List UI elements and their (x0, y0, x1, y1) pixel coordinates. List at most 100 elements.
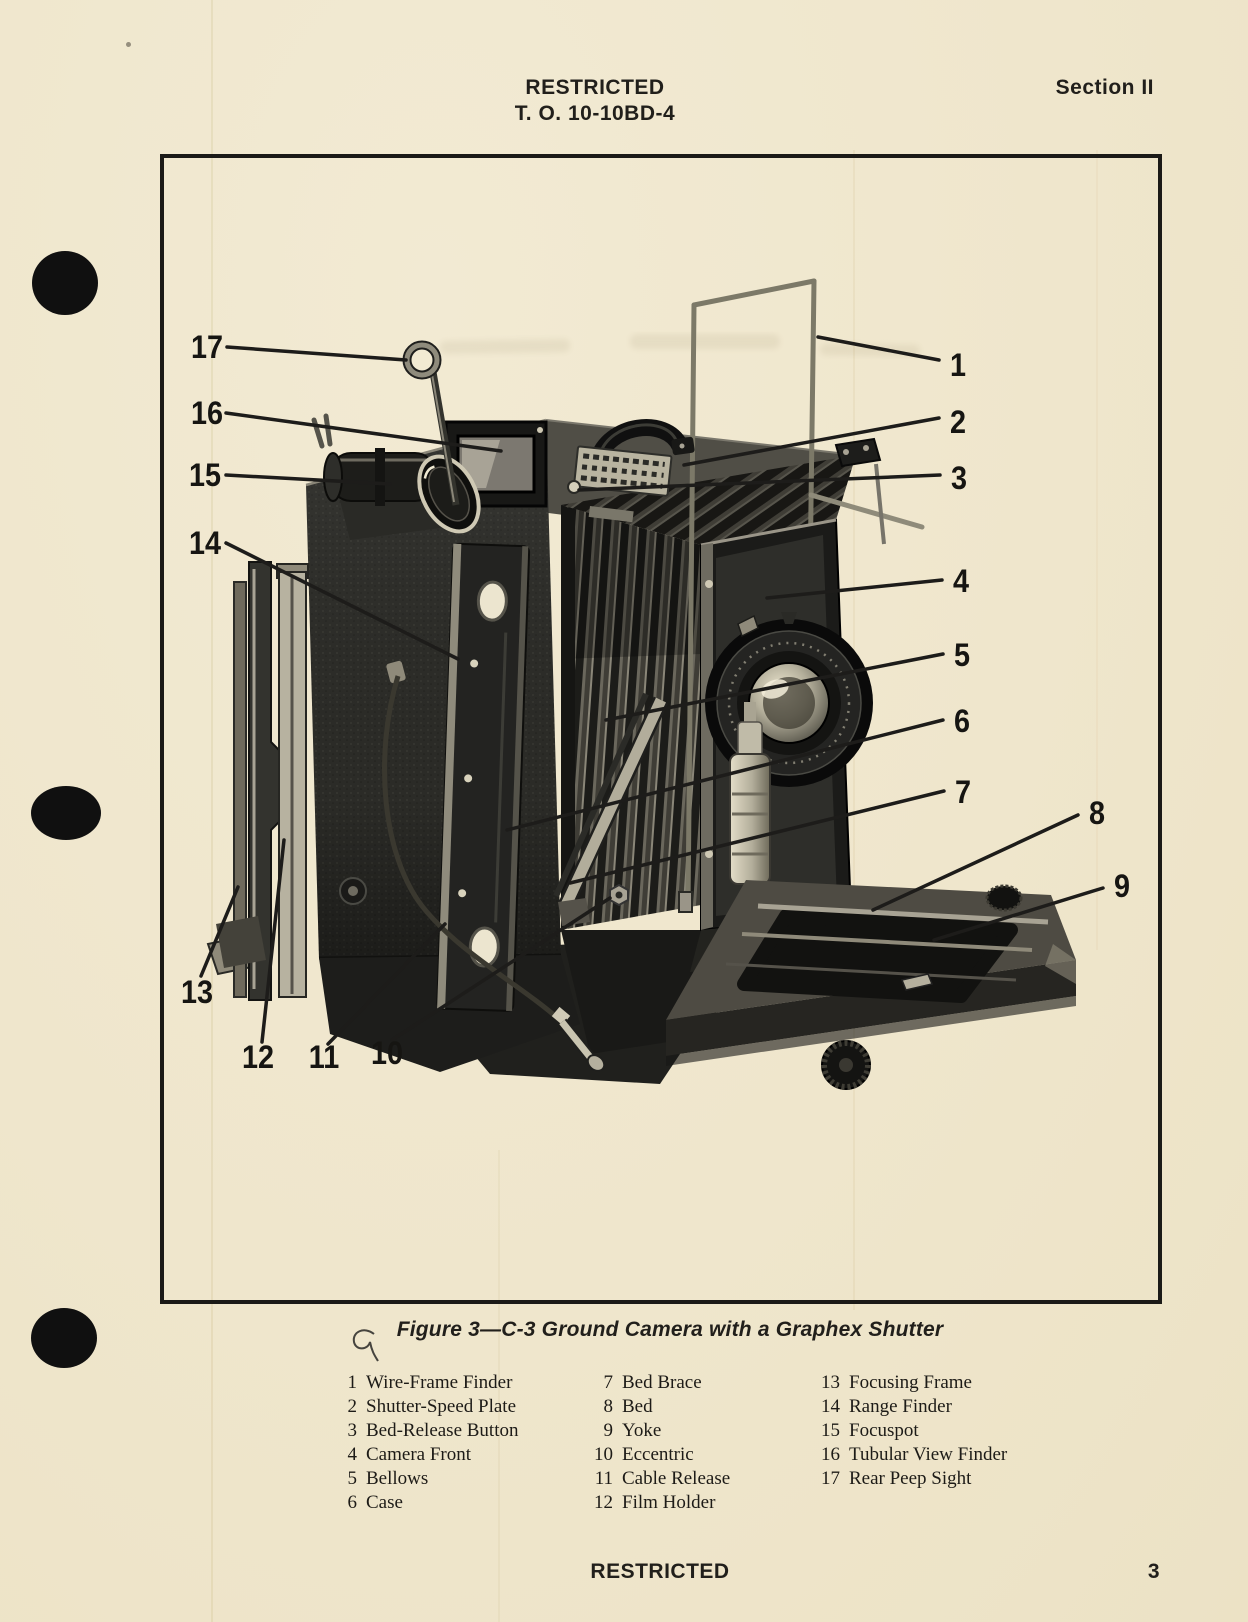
legend-item: 9 Yoke (585, 1419, 815, 1443)
callout-3: 3 (950, 460, 968, 496)
legend-item-number: 17 (821, 1468, 840, 1489)
legend-item-label: Yoke (622, 1420, 662, 1441)
leader-line-10 (390, 896, 612, 1042)
legend-item-label: Bed (622, 1396, 653, 1417)
handwritten-squiggle (352, 1329, 379, 1362)
leader-line-2 (682, 416, 941, 467)
cable-release (382, 660, 606, 1072)
legend-item-number: 2 (347, 1396, 358, 1417)
leader-line-8 (871, 813, 1080, 912)
tubular-view-finder (311, 413, 481, 540)
callout-5: 5 (953, 637, 971, 673)
figure-caption: Figure 3—C-3 Ground Camera with a Graphe… (396, 1318, 944, 1341)
punch-hole-top (32, 251, 98, 315)
legend-item-number: 14 (821, 1396, 840, 1417)
legend-item-label: Tubular View Finder (849, 1444, 1008, 1465)
wire-frame-finder (678, 278, 925, 913)
punch-hole-middle (31, 786, 101, 840)
legend-item-label: Focusing Frame (849, 1372, 972, 1393)
leader-line-5 (604, 652, 945, 722)
legend-item-number: 16 (821, 1444, 840, 1465)
legend-item-label: Film Holder (622, 1492, 716, 1513)
legend-item-number: 6 (347, 1492, 358, 1513)
bed-release-button (567, 480, 581, 494)
leader-line-12 (260, 838, 286, 1044)
callout-11: 11 (308, 1039, 340, 1075)
callout-12: 12 (241, 1039, 275, 1075)
callout-1: 1 (949, 347, 967, 383)
legend-item-number: 4 (347, 1444, 358, 1465)
leader-line-9 (932, 886, 1105, 942)
legend-item: 1 Wire-Frame Finder (331, 1371, 591, 1395)
legend-item-number: 5 (347, 1468, 358, 1489)
callout-15: 15 (188, 457, 222, 493)
legend-item-number: 10 (594, 1444, 613, 1465)
shutter-speed-plate (573, 445, 673, 497)
leader-line-3 (577, 473, 942, 492)
page-number: 3 (1147, 1560, 1160, 1583)
figure-frame: 1 2 3 4 5 6 7 8 9 10 11 12 13 14 15 16 1… (160, 154, 1162, 1304)
legend-item: 16 Tubular View Finder (812, 1443, 1052, 1467)
legend-item: 6 Case (331, 1491, 591, 1515)
legend-item-number: 9 (603, 1420, 614, 1441)
callout-4: 4 (952, 563, 970, 599)
legend-item-number: 7 (603, 1372, 614, 1393)
legend-item-label: Shutter-Speed Plate (366, 1396, 517, 1417)
film-holder (276, 563, 309, 998)
callout-2: 2 (949, 404, 967, 440)
legend-item-number: 3 (347, 1420, 358, 1441)
paper-speck (126, 42, 131, 47)
range-finder (436, 542, 531, 1012)
callout-13: 13 (180, 974, 214, 1010)
legend-item: 8 Bed (585, 1395, 815, 1419)
callout-9: 9 (1113, 868, 1131, 904)
legend-item-label: Rear Peep Sight (849, 1468, 972, 1489)
legend-item-number: 1 (347, 1372, 358, 1393)
security-stamp-bottom: RESTRICTED (590, 1560, 730, 1583)
leader-line-13 (199, 885, 240, 978)
legend-item-number: 11 (594, 1468, 613, 1489)
callout-10: 10 (370, 1035, 404, 1071)
legend-item-label: Bed-Release Button (366, 1420, 519, 1441)
leader-line-17 (225, 345, 408, 362)
legend-item-label: Wire-Frame Finder (366, 1372, 513, 1393)
ghost-marks (440, 334, 920, 357)
legend-item-number: 8 (603, 1396, 614, 1417)
camera-illustration (199, 278, 1105, 1090)
leader-line-14 (224, 541, 460, 661)
callout-16: 16 (190, 395, 224, 431)
legend-item-number: 15 (821, 1420, 840, 1441)
callout-8: 8 (1088, 795, 1106, 831)
legend-item-label: Case (366, 1492, 403, 1513)
leader-line-1 (816, 335, 941, 362)
leader-line-7 (568, 789, 946, 885)
viewfinder-housing (444, 420, 548, 508)
leader-lines (199, 335, 1105, 1046)
legend-item: 3 Bed-Release Button (331, 1419, 591, 1443)
legend-item-label: Cable Release (622, 1468, 731, 1489)
callout-17: 17 (190, 329, 224, 365)
callout-7: 7 (954, 774, 972, 810)
section-label: Section II (1055, 76, 1154, 99)
legend-item-number: 13 (821, 1372, 840, 1393)
callout-6: 6 (953, 703, 971, 739)
security-stamp-top: RESTRICTED (525, 76, 665, 99)
legend-item: 17 Rear Peep Sight (812, 1467, 1052, 1491)
legend-item: 2 Shutter-Speed Plate (331, 1395, 591, 1419)
leader-line-16 (224, 411, 503, 453)
leader-line-15 (224, 473, 392, 486)
leader-line-6 (505, 718, 945, 832)
legend-item: 13 Focusing Frame (812, 1371, 1052, 1395)
legend-item: 11 Cable Release (585, 1467, 815, 1491)
legend-item: 12 Film Holder (585, 1491, 815, 1515)
legend-item-number: 12 (594, 1492, 613, 1513)
